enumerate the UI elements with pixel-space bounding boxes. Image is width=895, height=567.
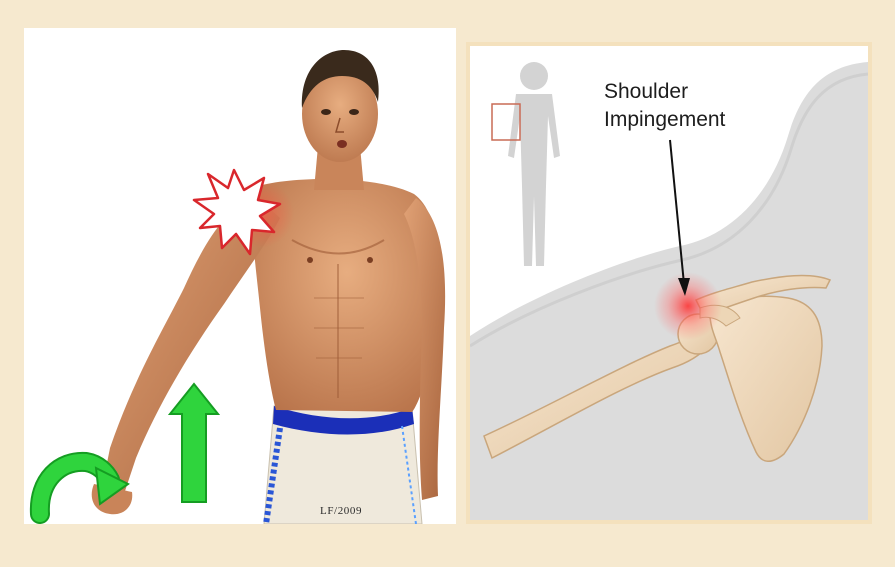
- figure-panel: LF/2009: [24, 28, 456, 524]
- annotation-line-2: Impingement: [604, 108, 726, 131]
- anatomy-illustration: Shoulder Impingement: [470, 46, 868, 520]
- annotation-line-1: Shoulder: [604, 80, 688, 103]
- up-arrow-icon: [170, 384, 218, 502]
- anatomy-panel: Shoulder Impingement: [466, 42, 872, 524]
- figure-illustration: LF/2009: [24, 28, 456, 524]
- body-locator-icon: [492, 62, 560, 266]
- watermark: LF/2009: [320, 505, 362, 517]
